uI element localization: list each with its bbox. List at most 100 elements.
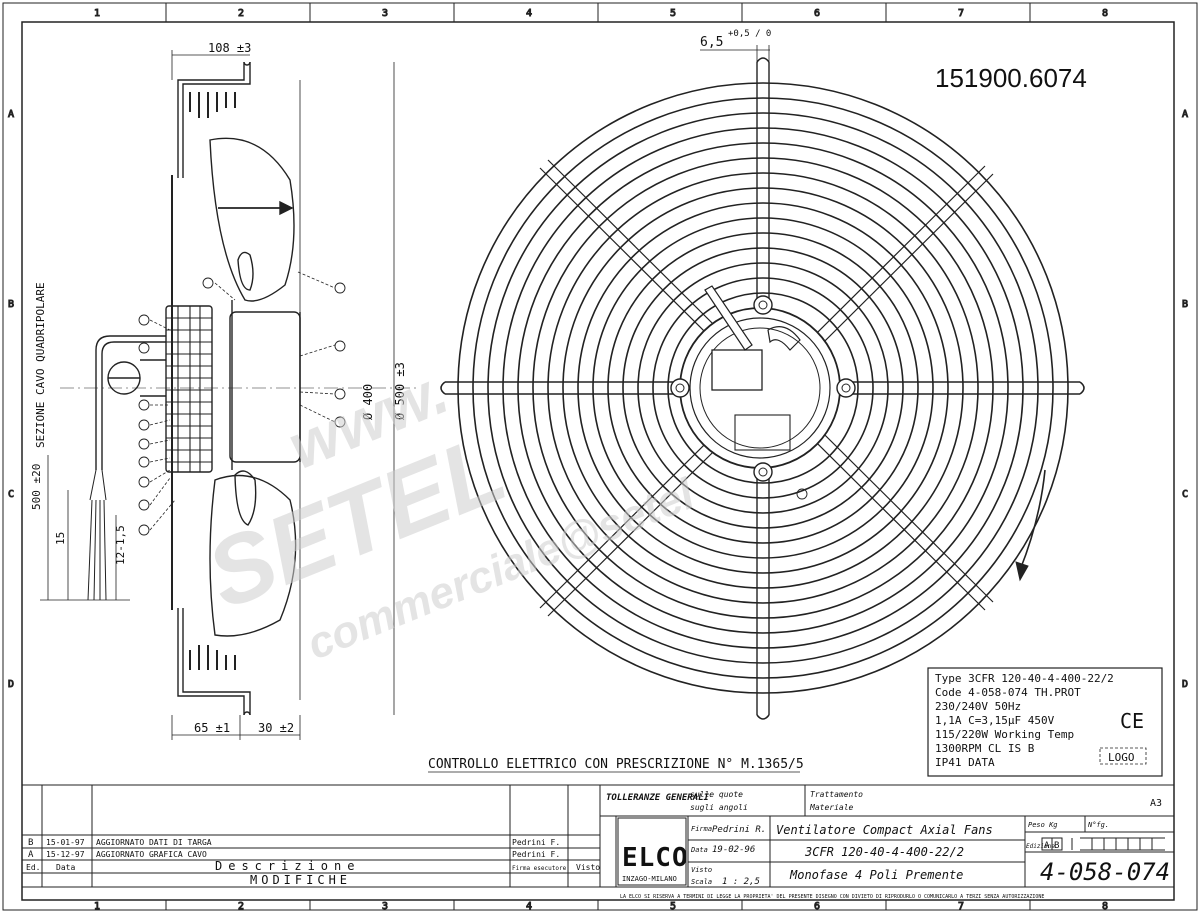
col-desc: Descrizione: [215, 859, 360, 873]
format: A3: [1150, 798, 1162, 809]
guard-ring: [592, 217, 934, 559]
frame-col-label: 5: [670, 901, 676, 912]
nameplate-line: 1,1A C=3,15µF 450V: [935, 714, 1055, 727]
frame-col-label: 3: [382, 901, 388, 912]
guard-ring: [652, 277, 874, 499]
date-label: Data: [690, 846, 708, 854]
nameplate-line: 1300RPM CL IS B: [935, 742, 1035, 755]
nameplate-line: Type 3CFR 120-40-4-400-22/2: [935, 672, 1114, 685]
guard-ring: [547, 172, 979, 604]
cable-section-label: SEZIONE CAVO QUADRIPOLARE: [34, 282, 47, 448]
rev-b-drawn: Pedrini F.: [512, 838, 560, 847]
rev-a-date: 15-12-97: [46, 850, 85, 859]
date-value: 19-02-96: [712, 845, 755, 855]
tol-angular: sugli angoli: [690, 803, 748, 812]
tolerances-label: TOLLERANZE GENERALI: [606, 793, 710, 803]
rev-a-drawn: Pedrini F.: [512, 850, 560, 859]
guard-ring: [577, 202, 949, 574]
drawn-by: Pedrini R.: [712, 825, 766, 835]
drawing-code: 151900.6074: [935, 63, 1087, 93]
dim-small-1: 15: [54, 532, 67, 545]
nameplate-line: 230/240V 50Hz: [935, 700, 1021, 713]
logo-label: LOGO: [1108, 751, 1135, 764]
cable-length: 500 ±20: [30, 464, 43, 510]
guard-ring: [517, 142, 1009, 634]
rev-a-label: A: [28, 850, 34, 860]
guard-ring: [532, 157, 994, 619]
material-label: Materiale: [809, 803, 854, 812]
slot-dimension: 6,5: [700, 35, 723, 50]
frame-row-label: D: [8, 679, 14, 690]
drawn-by-label: Firma: [691, 825, 712, 833]
guard-ring: [607, 232, 919, 544]
guard-rings: [457, 82, 1069, 694]
edition-label: Edizione: [1026, 843, 1055, 850]
frame-col-label: 1: [94, 8, 100, 19]
title-line-3: Monofase 4 Poli Premente: [789, 868, 963, 882]
checked-label: Visto: [691, 866, 712, 874]
scale-label: Scala: [691, 878, 712, 886]
title-line-1: Ventilatore Compact Axial Fans: [776, 823, 993, 837]
frame-row-label: C: [8, 489, 14, 500]
nameplate-line: Code 4-058-074 TH.PROT: [935, 686, 1081, 699]
weight-label: Peso Kg: [1028, 821, 1058, 829]
ce-mark: CE: [1120, 709, 1144, 733]
col-executor: Firma esecutore: [512, 865, 567, 872]
dim-top-side: 108 ±3: [208, 41, 251, 55]
guard-ring: [472, 97, 1054, 679]
frame-col-label: 4: [526, 8, 532, 19]
company-logo-box: [617, 817, 687, 886]
frame-row-label: B: [8, 299, 14, 310]
rev-b-label: B: [28, 838, 33, 848]
rev-b-date: 15-01-97: [46, 838, 85, 847]
tol-linear: sulle quote: [690, 790, 743, 799]
guard-ring: [637, 262, 889, 514]
nameplate-line: 115/220W Working Temp: [935, 728, 1074, 741]
col-modifiche: MODIFICHE: [250, 873, 351, 887]
dim-bottom-left: 65 ±1: [194, 721, 230, 735]
title-line-2: 3CFR 120-40-4-400-22/2: [804, 845, 964, 859]
guard-ring: [667, 292, 859, 484]
guard-ring: [502, 127, 1024, 649]
frame-col-label: 3: [382, 8, 388, 19]
guard-ring: [622, 247, 904, 529]
frame-col-label: 7: [958, 901, 964, 912]
rev-b-desc: AGGIORNATO DATI DI TARGA: [96, 838, 212, 847]
guard-ring: [487, 112, 1039, 664]
frame-col-label: 5: [670, 8, 676, 19]
dim-bottom-right: 30 ±2: [258, 721, 294, 735]
edition-a: A: [1044, 841, 1050, 851]
drawing-number: 4-058-074: [1040, 858, 1170, 886]
col-visto: Visto: [576, 863, 600, 872]
sheet-label: N°fg.: [1087, 821, 1109, 829]
title-block-grid: [21, 784, 1175, 888]
nameplate-box: [927, 667, 1163, 777]
guard-ring: [457, 82, 1069, 694]
col-date: Data: [56, 863, 75, 872]
frame-col-label: 8: [1102, 901, 1108, 912]
col-rev: Ed.: [26, 863, 40, 872]
frame-row-label: D: [1182, 679, 1188, 690]
frame-row-label: C: [1182, 489, 1188, 500]
company-logo: ELCO: [622, 843, 689, 873]
control-note: CONTROLLO ELETTRICO CON PRESCRIZIONE N° …: [428, 757, 804, 772]
rev-a-desc: AGGIORNATO GRAFICA CAVO: [96, 850, 207, 859]
frame-col-label: 6: [814, 901, 820, 912]
frame-col-label: 4: [526, 901, 532, 912]
slot-tolerance: +0,5 / 0: [728, 29, 771, 39]
frame-col-label: 6: [814, 8, 820, 19]
edition-b: B: [1054, 841, 1059, 851]
dim-diameter-inner: Ø 400: [361, 384, 375, 420]
dim-small-2: 12-1,5: [114, 525, 127, 565]
side-view: [40, 50, 420, 740]
frame-col-label: 1: [94, 901, 100, 912]
nameplate-line: IP41 DATA: [935, 756, 995, 769]
frame-col-label: 2: [238, 8, 244, 19]
frame-row-label: A: [1182, 109, 1188, 120]
frame-row-label: A: [8, 109, 14, 120]
dim-diameter-outer: Ø 500 ±3: [393, 362, 407, 420]
